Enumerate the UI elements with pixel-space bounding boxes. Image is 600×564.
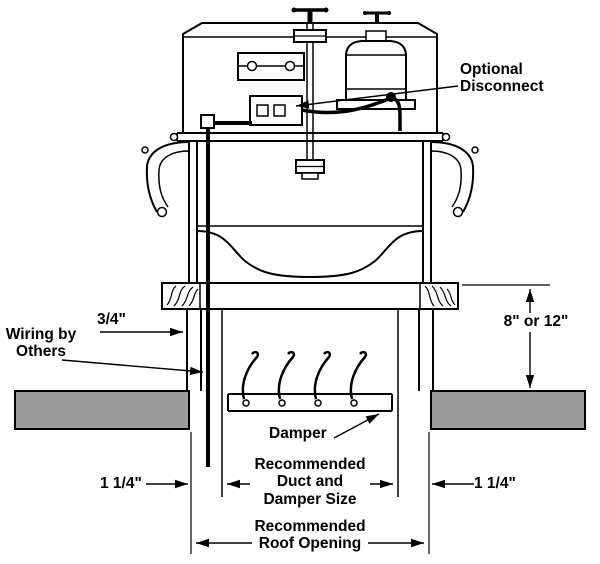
wiring-conduit: [200, 114, 252, 467]
left-clearance-dimension: 1 1/4": [100, 475, 142, 492]
curb-height-dimension: 8" or 12": [492, 313, 580, 331]
optional-disconnect-label: Optional Disconnect: [460, 61, 544, 96]
right-clearance-dimension: 1 1/4": [474, 475, 516, 492]
damper-assembly: [227, 350, 393, 412]
duct: [221, 309, 399, 497]
optional-disconnect-leader: [295, 85, 459, 109]
roof-deck-left: [14, 390, 190, 430]
wood-grain-right: [424, 285, 456, 307]
roof-deck-right: [430, 390, 586, 430]
disconnect-switch: [249, 95, 303, 126]
motor: [336, 30, 416, 110]
wiring-leader: [61, 359, 204, 376]
roof-curb: [186, 309, 434, 391]
dimension-lines: [61, 85, 550, 554]
fan-housing: [169, 7, 451, 142]
wood-grain-left: [166, 285, 199, 307]
windband: [141, 141, 479, 283]
lifting-eye-right: [363, 11, 391, 23]
lifting-eye-left: [291, 7, 329, 23]
cap-overhang-dimension: 3/4": [97, 311, 126, 328]
damper-label: Damper: [269, 425, 327, 442]
belt-guard: [237, 52, 305, 81]
curb-cap: [161, 282, 459, 310]
duct-damper-size-dimension: Recommended Duct and Damper Size: [254, 456, 366, 508]
drive-shaft: [293, 23, 327, 141]
roof-opening-dimension: Recommended Roof Opening: [254, 518, 366, 553]
wiring-by-others-label: Wiring by Others: [5, 326, 77, 361]
damper-leader: [333, 413, 380, 439]
